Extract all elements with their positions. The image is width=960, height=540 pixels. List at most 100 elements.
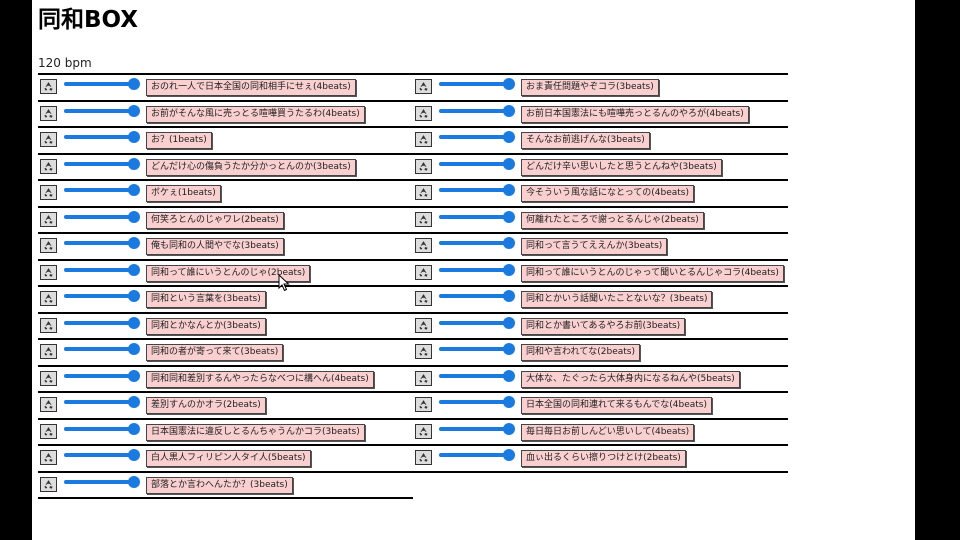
reset-button[interactable]: [40, 264, 57, 280]
volume-slider[interactable]: [439, 290, 515, 302]
volume-slider-thumb[interactable]: [503, 290, 515, 302]
volume-slider[interactable]: [64, 475, 140, 488]
reset-button[interactable]: [415, 132, 432, 147]
volume-slider-thumb[interactable]: [503, 184, 515, 196]
volume-slider[interactable]: [64, 157, 140, 170]
volume-slider-thumb[interactable]: [503, 131, 515, 143]
clip-play-button[interactable]: お？(1beats): [146, 132, 212, 149]
clip-play-button[interactable]: 同和同和差別するんやったらなべつに構へん(4beats): [146, 370, 374, 388]
reset-button[interactable]: [40, 79, 57, 94]
reset-button[interactable]: [40, 450, 57, 465]
clip-play-button[interactable]: 同和って誰にいうとんのじゃ(2beats): [146, 264, 311, 282]
clip-play-button[interactable]: 何笑ろとんのじゃワレ(2beats): [146, 211, 284, 229]
volume-slider-thumb[interactable]: [128, 316, 140, 329]
volume-slider-thumb[interactable]: [503, 343, 515, 355]
clip-play-button[interactable]: 同和という言葉を(3beats): [146, 291, 266, 308]
volume-slider[interactable]: [64, 449, 140, 461]
volume-slider-thumb[interactable]: [503, 237, 515, 249]
reset-button[interactable]: [40, 238, 57, 253]
reset-button[interactable]: [415, 79, 432, 94]
volume-slider[interactable]: [64, 422, 140, 435]
volume-slider[interactable]: [439, 78, 515, 90]
volume-slider-thumb[interactable]: [503, 369, 515, 382]
volume-slider-thumb[interactable]: [128, 290, 140, 302]
volume-slider-thumb[interactable]: [128, 210, 140, 223]
reset-button[interactable]: [415, 317, 432, 333]
clip-play-button[interactable]: 大体な、たぐったら大体身内になるねんや(5beats): [521, 370, 740, 388]
volume-slider[interactable]: [64, 237, 140, 249]
clip-play-button[interactable]: 何離れたところで謝っとるんじゃ(2beats): [521, 211, 704, 229]
reset-button[interactable]: [415, 158, 432, 174]
clip-play-button[interactable]: 部落とか言わへんたか？(3beats): [146, 476, 293, 494]
reset-button[interactable]: [40, 132, 57, 147]
reset-button[interactable]: [40, 344, 57, 359]
reset-button[interactable]: [415, 450, 432, 465]
clip-play-button[interactable]: 差別すんのかオラ(2beats): [146, 397, 266, 414]
clip-play-button[interactable]: どんだけ辛い思いしたと思うとんねや(3beats): [521, 158, 722, 176]
clip-play-button[interactable]: お前日本国憲法にも喧嘩売っとるんのやろが(4beats): [521, 105, 749, 123]
reset-button[interactable]: [415, 185, 432, 200]
reset-button[interactable]: [40, 105, 57, 121]
clip-play-button[interactable]: 同和とか書いてあるやろお前(3beats): [521, 317, 686, 335]
volume-slider[interactable]: [64, 210, 140, 223]
reset-button[interactable]: [40, 158, 57, 174]
clip-play-button[interactable]: 同和の者が寄って来て(3beats): [146, 344, 284, 361]
clip-play-button[interactable]: 同和って言うてええんか(3beats): [521, 238, 668, 255]
volume-slider[interactable]: [64, 343, 140, 355]
clip-play-button[interactable]: そんなお前逃げんな(3beats): [521, 132, 650, 149]
clip-play-button[interactable]: お前がそんな風に売っとる喧嘩買うたるわ(4beats): [146, 105, 365, 123]
reset-button[interactable]: [40, 317, 57, 333]
reset-button[interactable]: [415, 344, 432, 359]
reset-button[interactable]: [40, 185, 57, 200]
reset-button[interactable]: [40, 476, 57, 492]
clip-play-button[interactable]: 同和って誰にいうとんのじゃって聞いとるんじゃコラ(4beats): [521, 264, 784, 282]
volume-slider-thumb[interactable]: [128, 237, 140, 249]
volume-slider-thumb[interactable]: [128, 422, 140, 435]
clip-play-button[interactable]: 同和や言われてな(2beats): [521, 344, 641, 361]
volume-slider-thumb[interactable]: [503, 210, 515, 223]
clip-play-button[interactable]: 今そういう風な話になとっての(4beats): [521, 185, 695, 202]
volume-slider[interactable]: [439, 184, 515, 196]
volume-slider-thumb[interactable]: [503, 449, 515, 461]
clip-play-button[interactable]: おのれ一人で日本全国の同和相手にせぇ(4beats): [146, 79, 356, 96]
volume-slider[interactable]: [439, 396, 515, 408]
clip-play-button[interactable]: 同和とかなんとか(3beats): [146, 317, 266, 335]
clip-play-button[interactable]: 白人黒人フィリピン人タイ人(5beats): [146, 450, 311, 467]
volume-slider[interactable]: [439, 210, 515, 223]
volume-slider-thumb[interactable]: [503, 78, 515, 90]
reset-button[interactable]: [415, 238, 432, 253]
reset-button[interactable]: [415, 423, 432, 439]
volume-slider[interactable]: [439, 157, 515, 170]
volume-slider[interactable]: [439, 316, 515, 329]
volume-slider-thumb[interactable]: [128, 184, 140, 196]
volume-slider[interactable]: [64, 104, 140, 117]
volume-slider-thumb[interactable]: [128, 263, 140, 276]
clip-play-button[interactable]: 血ぃ出るくらい擦りつけとけ(2beats): [521, 450, 686, 467]
volume-slider[interactable]: [439, 343, 515, 355]
volume-slider-thumb[interactable]: [503, 157, 515, 170]
volume-slider[interactable]: [64, 396, 140, 408]
volume-slider-thumb[interactable]: [128, 131, 140, 143]
volume-slider-thumb[interactable]: [128, 343, 140, 355]
volume-slider[interactable]: [64, 290, 140, 302]
volume-slider[interactable]: [64, 263, 140, 276]
clip-play-button[interactable]: 毎日毎日お前しんどい思いして(4beats): [521, 423, 695, 441]
volume-slider-thumb[interactable]: [503, 263, 515, 276]
clip-play-button[interactable]: ボケぇ(1beats): [146, 185, 221, 202]
volume-slider-thumb[interactable]: [503, 396, 515, 408]
clip-play-button[interactable]: 日本国憲法に違反しとるんちゃうんかコラ(3beats): [146, 423, 365, 441]
reset-button[interactable]: [40, 211, 57, 227]
volume-slider[interactable]: [439, 369, 515, 382]
volume-slider-thumb[interactable]: [128, 157, 140, 170]
clip-play-button[interactable]: 日本全国の同和連れて来るもんでな(4beats): [521, 397, 713, 414]
clip-play-button[interactable]: 同和とかいう話聞いたことないな？(3beats): [521, 291, 713, 308]
reset-button[interactable]: [415, 211, 432, 227]
volume-slider-thumb[interactable]: [128, 396, 140, 408]
volume-slider[interactable]: [439, 104, 515, 117]
volume-slider[interactable]: [64, 131, 140, 143]
reset-button[interactable]: [415, 291, 432, 306]
volume-slider-thumb[interactable]: [503, 104, 515, 117]
volume-slider[interactable]: [64, 78, 140, 90]
reset-button[interactable]: [415, 105, 432, 121]
volume-slider-thumb[interactable]: [503, 422, 515, 435]
